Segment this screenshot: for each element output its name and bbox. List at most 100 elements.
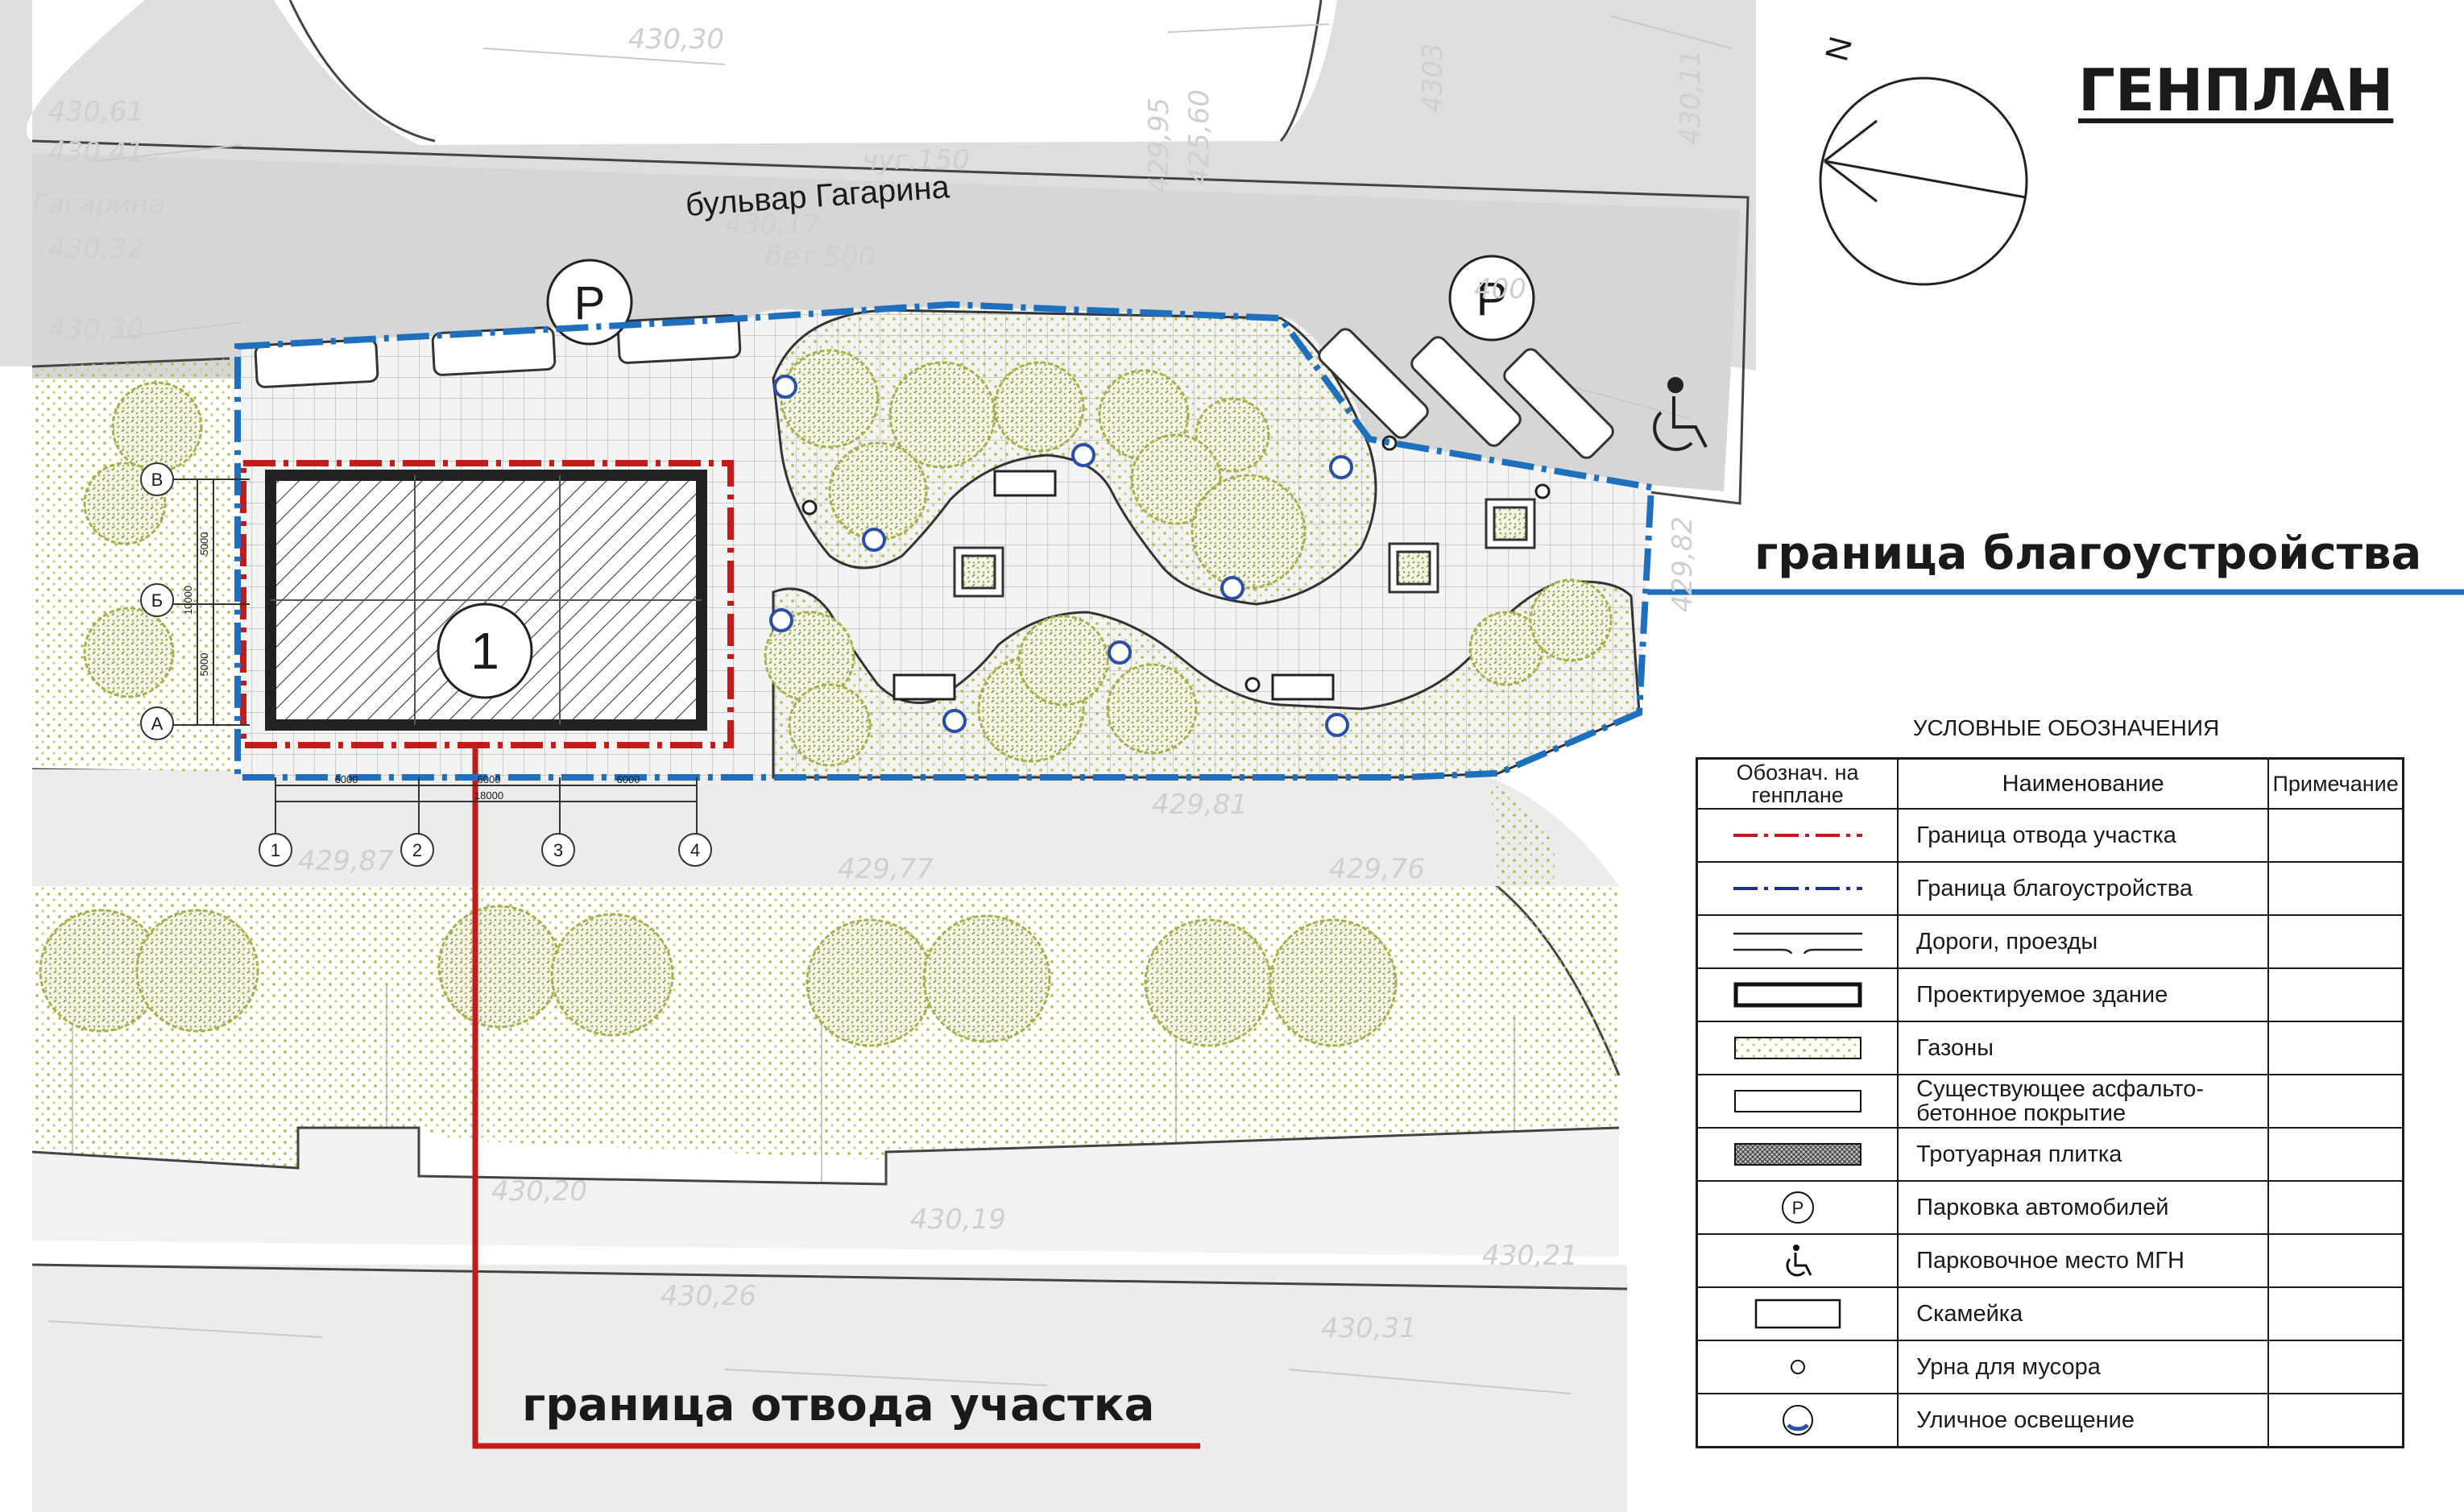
benches [892,470,1335,701]
legend-name: Скамейка [1897,1286,2270,1341]
dimension-label: 6000 [335,773,358,785]
small-circle-icon [1696,1340,1899,1394]
legend-name: Граница благоустройства [1897,861,2270,916]
legend-row: Урна для мусора [1696,1340,2404,1394]
legend-name: Парковочное место МГН [1897,1233,2270,1288]
legend-name: Уличное освещение [1897,1393,2270,1448]
axis-number: 4 [690,840,700,860]
legend-note [2267,1340,2404,1394]
legend-note [2267,1286,2404,1341]
legend-table: Обознач. на генплане Наименование Примеч… [1696,757,2404,1448]
dimension-label: 10000 [182,586,194,615]
survey-mark: Гагарина [32,188,165,221]
axis-labels: В Б А 1 2 3 4 5000 10000 5000 6000 6000 … [151,470,700,860]
axis-number: 3 [553,840,563,860]
survey-mark: 430,61 [48,96,144,128]
legend-name: Граница отвода участка [1897,808,2270,863]
survey-mark: 425,60 [1183,89,1215,185]
survey-mark: 429,95 [1143,97,1175,193]
survey-mark: чуг.150 [862,144,970,176]
wheelchair-icon [1696,1233,1899,1288]
legend-note [2267,1233,2404,1288]
page-title: ГЕНПЛАН [2078,56,2394,124]
dimension-label: 5000 [198,532,210,556]
survey-mark: 430,30 [48,313,144,346]
survey-marks: 430,61 430,41 430,32 430,30 430,30 430,1… [32,23,1707,1344]
street-lights [769,375,1353,737]
survey-mark: 4303 [1417,43,1449,113]
survey-mark: 429,81 [1152,789,1248,821]
legend-name: Урна для мусора [1897,1340,2270,1394]
dimension-label: 6000 [478,773,501,785]
dimension-label: 5000 [198,653,210,677]
legend-row: Проектируемое здание [1696,967,2404,1022]
survey-mark: 429,87 [298,845,394,877]
legend-col-name: Наименование [1897,757,2270,810]
legend-name: Проектируемое здание [1897,967,2270,1022]
survey-mark: 430,41 [48,136,144,168]
legend-note [2267,808,2404,863]
legend-header-row: Обознач. на генплане Наименование Примеч… [1696,757,2404,810]
survey-mark: 429,76 [1329,853,1425,885]
bench-rectangle-icon [1696,1286,1899,1341]
legend-note [2267,1127,2404,1182]
improvement-boundary-callout: граница благоустройства [1754,528,2422,580]
survey-mark: 430,21 [1482,1240,1578,1272]
axis-grid [140,462,712,867]
red-dash-dot-line-icon [1696,808,1899,863]
legend-note [2267,914,2404,969]
legend-col-note: Примечание [2267,757,2404,810]
survey-mark: бет.500 [765,241,876,273]
dimension-label: 6000 [617,773,640,785]
legend-note [2267,861,2404,916]
legend-row: Уличное освещение [1696,1393,2404,1448]
axis-letter: В [151,470,164,490]
legend-col-symbol: Обознач. на генплане [1696,757,1899,810]
survey-mark: 430,11 [1675,49,1707,145]
blue-dash-dot-line-icon [1696,861,1899,916]
legend-row: Скамейка [1696,1286,2404,1341]
parking-label: P [574,277,606,329]
axis-letter: А [151,714,164,734]
survey-mark: 430,17 [725,209,821,241]
bold-rectangle-icon [1696,967,1899,1022]
survey-mark: 430,32 [48,233,144,265]
allotment-boundary-callout: граница отвода участка [522,1379,1155,1431]
survey-mark: 430,26 [661,1280,756,1312]
legend-heading: УСЛОВНЫЕ ОБОЗНАЧЕНИЯ [1912,715,2220,740]
north-label: N [1819,33,1859,64]
survey-mark: 430,20 [491,1175,587,1208]
legend-row: P Парковка автомобилей [1696,1180,2404,1235]
legend-name: Газоны [1897,1021,2270,1075]
axis-letter: Б [151,590,163,611]
legend-row: Газоны [1696,1021,2404,1075]
north-arrow: N [1819,33,2028,286]
legend-note [2267,1021,2404,1075]
legend-note [2267,1074,2404,1129]
tile-hatch-icon [1696,1127,1899,1182]
improvement-boundary [234,300,1655,781]
parking-label: P [1791,1198,1803,1218]
survey-mark: 429,77 [838,853,934,885]
legend-row: Парковочное место МГН [1696,1233,2404,1288]
parking-circle-icon: P [1696,1180,1899,1235]
dimension-label: 18000 [474,789,503,802]
trees [39,349,1613,1047]
wheelchair-icon [1653,377,1708,451]
legend-name: Дороги, проезды [1897,914,2270,969]
dotted-lawn-icon [1696,1021,1899,1075]
legend-note [2267,1393,2404,1448]
legend-row: Тротуарная плитка [1696,1127,2404,1182]
lamp-circle-icon [1696,1393,1899,1448]
axis-number: 1 [271,840,280,860]
parking-label: P [1476,273,1508,325]
allotment-callout-line [472,745,1200,1449]
legend-row: Дороги, проезды [1696,914,2404,969]
proposed-building: 1 [265,470,707,731]
planters [953,498,1536,598]
road-lines-icon [1696,914,1899,969]
legend-row: Граница благоустройства [1696,861,2404,916]
axis-number: 2 [412,840,422,860]
legend-note [2267,967,2404,1022]
